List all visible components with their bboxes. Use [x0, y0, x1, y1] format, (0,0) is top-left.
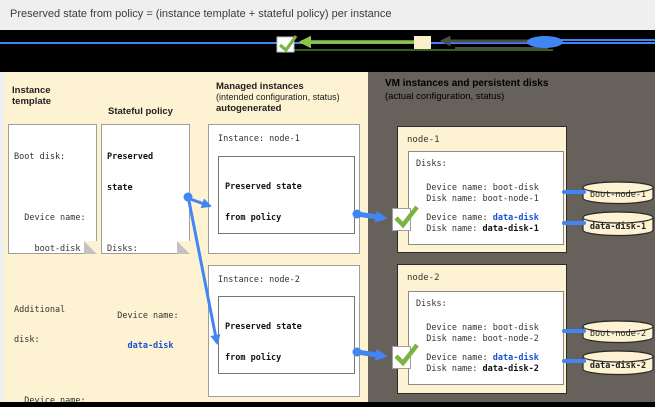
- stateful-policy-card: Preserved state Disks: Device name: data…: [101, 124, 190, 351]
- disk-data-disk-1: data-disk-1: [582, 211, 654, 237]
- disk-boot-node-2: boot-node-2: [582, 320, 654, 344]
- legend-check-icon: [278, 35, 298, 53]
- managed-instance-node-2: Instance: node-2 Preserved state from po…: [208, 265, 360, 397]
- legend-swatch: [414, 36, 431, 49]
- disk-data-disk-2: data-disk-2: [582, 350, 654, 376]
- legend-checkbox: [276, 36, 295, 53]
- managed-instance-node-1: Instance: node-1 Preserved state from po…: [208, 124, 360, 339]
- vm-node-1-disks-box: Disks: Device name: boot-disk Disk name:…: [408, 151, 564, 245]
- disk-cylinder-icon: [582, 350, 654, 376]
- managed-instances-heading: Managed instances (intended configuratio…: [216, 81, 340, 114]
- legend-disk-icon: [527, 36, 563, 48]
- vm-disks-heading: VM instances and persistent disks (actua…: [385, 78, 549, 102]
- page-title: Preserved state from policy = (instance …: [10, 8, 392, 20]
- bottom-bar: [0, 402, 655, 407]
- disk-cylinder-icon: [582, 181, 654, 205]
- preserved-state-box-node-2: Preserved state from policy Disks: Devic…: [218, 296, 355, 374]
- vm-node-2: node-2 Disks: Device name: boot-disk Dis…: [397, 264, 567, 394]
- disk-cylinder-icon: [582, 320, 654, 344]
- preserved-state-box-node-1: Preserved state from policy Disks: Devic…: [218, 156, 355, 339]
- stateful-policy-heading: Stateful policy: [108, 106, 173, 117]
- disk-boot-node-1: boot-node-1: [582, 181, 654, 205]
- vm-node-2-disks-box: Disks: Device name: boot-disk Disk name:…: [408, 291, 564, 385]
- instance-template-heading: Instance template: [12, 85, 52, 107]
- instance-template-card: Boot disk: Device name: boot-disk Additi…: [8, 124, 97, 406]
- legend-bar: [0, 30, 655, 72]
- applied-checkbox-node-2: [392, 346, 411, 369]
- disk-cylinder-icon: [582, 211, 654, 237]
- legend-graphics: [0, 35, 655, 53]
- applied-checkbox-node-1: [392, 208, 411, 231]
- vm-node-1: node-1 Disks: Device name: boot-disk Dis…: [397, 126, 567, 253]
